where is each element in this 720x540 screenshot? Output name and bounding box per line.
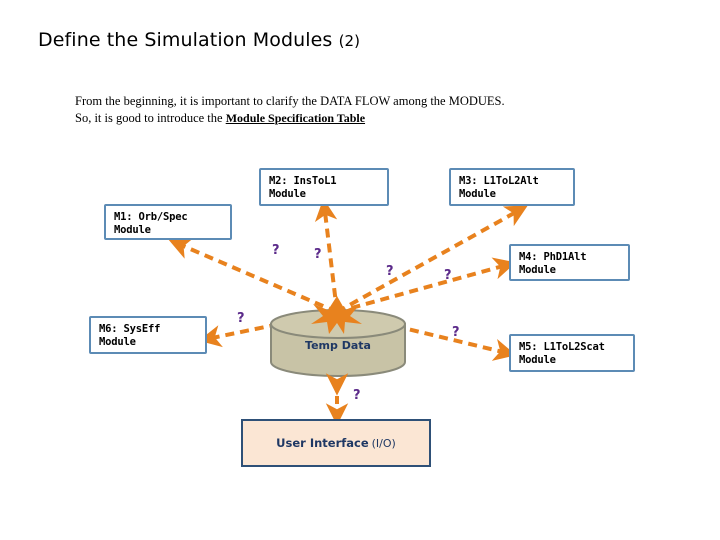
- module-specification-table-emphasis: Module Specification Table: [225, 111, 366, 125]
- page-title: Define the Simulation Modules (2): [38, 29, 360, 51]
- module-box-m4[interactable]: M4: PhD1Alt Module: [509, 244, 630, 281]
- connector-label-m5: ?: [452, 325, 460, 340]
- intro-line-2: So, it is good to introduce the Module S…: [75, 110, 635, 127]
- page-title-suffix: (2): [338, 32, 361, 50]
- connector-label-m6: ?: [237, 311, 245, 326]
- module-box-m6[interactable]: M6: SysEff Module: [89, 316, 207, 354]
- module-m2-line1: M2: InsToL1: [269, 175, 337, 187]
- page-title-main: Define the Simulation Modules: [38, 29, 333, 51]
- intro-paragraph: From the beginning, it is important to c…: [75, 93, 635, 127]
- module-m2-line2: Module: [269, 188, 306, 200]
- module-m4-line2: Module: [519, 264, 556, 276]
- intro-line-1: From the beginning, it is important to c…: [75, 94, 505, 108]
- temp-data-label: Temp Data: [305, 339, 371, 352]
- module-m6-line1: M6: SysEff: [99, 323, 161, 335]
- module-m5-line2: Module: [519, 354, 556, 366]
- module-box-m1[interactable]: M1: Orb/Spec Module: [104, 204, 232, 240]
- module-m1-line1: M1: Orb/Spec: [114, 211, 188, 223]
- connector-label-m3: ?: [386, 264, 394, 279]
- connector-hub-to-m1: [168, 238, 338, 314]
- intro-line-2-lead: So, it is good to introduce the: [75, 111, 226, 125]
- user-interface-suffix: (I/O): [371, 436, 396, 450]
- module-box-m3[interactable]: M3: L1ToL2Alt Module: [449, 168, 575, 206]
- user-interface-label: User Interface: [276, 436, 369, 450]
- connector-label-user-interface: ?: [353, 388, 361, 403]
- module-m1-line2: Module: [114, 224, 151, 236]
- module-m3-line1: M3: L1ToL2Alt: [459, 175, 539, 187]
- module-box-m2[interactable]: M2: InsToL1 Module: [259, 168, 389, 206]
- module-m5-line1: M5: L1ToL2Scat: [519, 341, 605, 353]
- connector-hub-to-m5: [336, 310, 517, 361]
- connector-hub-to-m3: [336, 205, 528, 314]
- module-m3-line2: Module: [459, 188, 496, 200]
- hub-burst-icon: [311, 296, 362, 334]
- connector-hub-to-m2: [314, 198, 339, 313]
- connector-label-m1: ?: [272, 243, 280, 258]
- connector-label-m2: ?: [314, 247, 322, 262]
- user-interface-box[interactable]: User Interface (I/O): [241, 419, 431, 467]
- module-m4-line1: M4: PhD1Alt: [519, 251, 587, 263]
- module-box-m5[interactable]: M5: L1ToL2Scat Module: [509, 334, 635, 372]
- module-m6-line2: Module: [99, 336, 136, 348]
- connector-label-m4: ?: [444, 268, 452, 283]
- temp-data-store[interactable]: Temp Data: [271, 313, 405, 375]
- connector-hub-to-m4: [336, 257, 517, 314]
